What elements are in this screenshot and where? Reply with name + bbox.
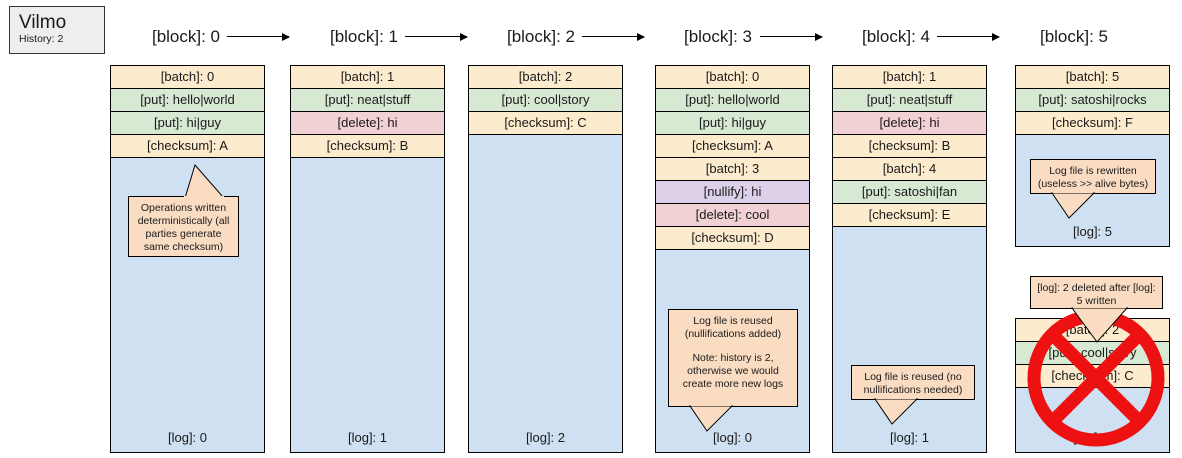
block-5-row-0: [batch]: 5 bbox=[1016, 66, 1169, 89]
block-3-row-1: [put]: hello|world bbox=[656, 89, 809, 112]
callout-block-3-text-1: Log file is reused (nullifications added… bbox=[684, 315, 782, 340]
block-0-row-1: [put]: hello|world bbox=[111, 89, 264, 112]
block-4-row-0: [batch]: 1 bbox=[833, 66, 986, 89]
block-3-log-label: [log]: 0 bbox=[712, 430, 753, 445]
chain-node-0: [block]: 0 bbox=[151, 27, 221, 46]
block-4-row-1: [put]: neat|stuff bbox=[833, 89, 986, 112]
chain-arrow-1-2 bbox=[405, 32, 468, 48]
block-deleted-log-area: [log]: 2 bbox=[1016, 388, 1169, 452]
block-5-log-label: [log]: 5 bbox=[1072, 224, 1113, 239]
chain-node-5: [block]: 5 bbox=[1039, 27, 1109, 46]
block-0-row-3: [checksum]: A bbox=[111, 135, 264, 158]
block-deleted-row-0: [batch]: 2 bbox=[1016, 319, 1169, 342]
block-2-row-1: [put]: cool|story bbox=[469, 89, 622, 112]
app-title-box: Vilmo History: 2 bbox=[9, 6, 105, 54]
chain-arrow-0-1 bbox=[227, 32, 290, 48]
block-2-log-label: [log]: 2 bbox=[525, 430, 566, 445]
block-3-row-5: [nullify]: hi bbox=[656, 181, 809, 204]
block-1-row-2: [delete]: hi bbox=[291, 112, 444, 135]
block-0-row-2: [put]: hi|guy bbox=[111, 112, 264, 135]
chain-node-4: [block]: 4 bbox=[861, 27, 931, 46]
callout-block-0: Operations written deterministically (al… bbox=[128, 163, 239, 257]
chain-arrow-3-4 bbox=[760, 32, 823, 48]
callout-block-0-text: Operations written deterministically (al… bbox=[137, 202, 230, 253]
block-1-card[interactable]: [batch]: 1 [put]: neat|stuff [delete]: h… bbox=[290, 65, 445, 453]
block-4-row-3: [checksum]: B bbox=[833, 135, 986, 158]
block-deleted-row-1: [put]: cool|story bbox=[1016, 342, 1169, 365]
callout-block-3: Log file is reused (nullifications added… bbox=[668, 309, 798, 432]
block-chain-header: [block]: 0 [block]: 1 [block]: 2 [block]… bbox=[110, 22, 1172, 54]
block-4-log-label: [log]: 1 bbox=[889, 430, 930, 445]
block-3-row-3: [checksum]: A bbox=[656, 135, 809, 158]
block-5-row-1: [put]: satoshi|rocks bbox=[1016, 89, 1169, 112]
block-5-card[interactable]: [batch]: 5 [put]: satoshi|rocks [checksu… bbox=[1015, 65, 1170, 247]
callout-block-3-text-2: Note: history is 2, otherwise we would c… bbox=[682, 352, 784, 390]
chain-node-3: [block]: 3 bbox=[683, 27, 753, 46]
block-3-row-6: [delete]: cool bbox=[656, 204, 809, 227]
chain-arrow-2-3 bbox=[582, 32, 645, 48]
callout-block-5: Log file is rewritten (useless >> alive … bbox=[1030, 159, 1156, 219]
block-1-log-label: [log]: 1 bbox=[347, 430, 388, 445]
block-5-row-2: [checksum]: F bbox=[1016, 112, 1169, 135]
block-4-row-2: [delete]: hi bbox=[833, 112, 986, 135]
block-3-row-2: [put]: hi|guy bbox=[656, 112, 809, 135]
block-1-row-1: [put]: neat|stuff bbox=[291, 89, 444, 112]
callout-block-4: Log file is reused (no nullifications ne… bbox=[851, 365, 975, 425]
block-1-log-area: [log]: 1 bbox=[291, 158, 444, 452]
block-deleted-row-2: [checksum]: C bbox=[1016, 365, 1169, 388]
block-deleted-card[interactable]: [batch]: 2 [put]: cool|story [checksum]:… bbox=[1015, 318, 1170, 453]
block-2-row-0: [batch]: 2 bbox=[469, 66, 622, 89]
block-2-card[interactable]: [batch]: 2 [put]: cool|story [checksum]:… bbox=[468, 65, 623, 453]
block-2-row-2: [checksum]: C bbox=[469, 112, 622, 135]
callout-block-5-text: Log file is rewritten (useless >> alive … bbox=[1037, 165, 1149, 190]
block-3-row-4: [batch]: 3 bbox=[656, 158, 809, 181]
block-4-row-4: [batch]: 4 bbox=[833, 158, 986, 181]
block-0-row-0: [batch]: 0 bbox=[111, 66, 264, 89]
block-0-card[interactable]: [batch]: 0 [put]: hello|world [put]: hi|… bbox=[110, 65, 265, 453]
callout-block-deleted-text: [log]: 2 deleted after [log]: 5 written bbox=[1037, 282, 1156, 307]
block-0-log-label: [log]: 0 bbox=[167, 430, 208, 445]
block-4-log-area: [log]: 1 bbox=[833, 227, 986, 452]
callout-block-deleted: [log]: 2 deleted after [log]: 5 written bbox=[1030, 276, 1163, 343]
app-history-label: History: 2 bbox=[19, 33, 64, 45]
callout-block-4-text: Log file is reused (no nullifications ne… bbox=[863, 371, 963, 396]
block-3-row-0: [batch]: 0 bbox=[656, 66, 809, 89]
chain-node-1: [block]: 1 bbox=[329, 27, 399, 46]
block-2-log-area: [log]: 2 bbox=[469, 135, 622, 452]
chain-arrow-4-5 bbox=[937, 32, 1000, 48]
block-3-row-7: [checksum]: D bbox=[656, 227, 809, 250]
block-4-row-5: [put]: satoshi|fan bbox=[833, 181, 986, 204]
chain-node-2: [block]: 2 bbox=[506, 27, 576, 46]
block-1-row-0: [batch]: 1 bbox=[291, 66, 444, 89]
app-title: Vilmo bbox=[19, 12, 67, 33]
block-1-row-3: [checksum]: B bbox=[291, 135, 444, 158]
block-4-row-6: [checksum]: E bbox=[833, 204, 986, 227]
block-deleted-log-label: [log]: 2 bbox=[1072, 430, 1113, 445]
